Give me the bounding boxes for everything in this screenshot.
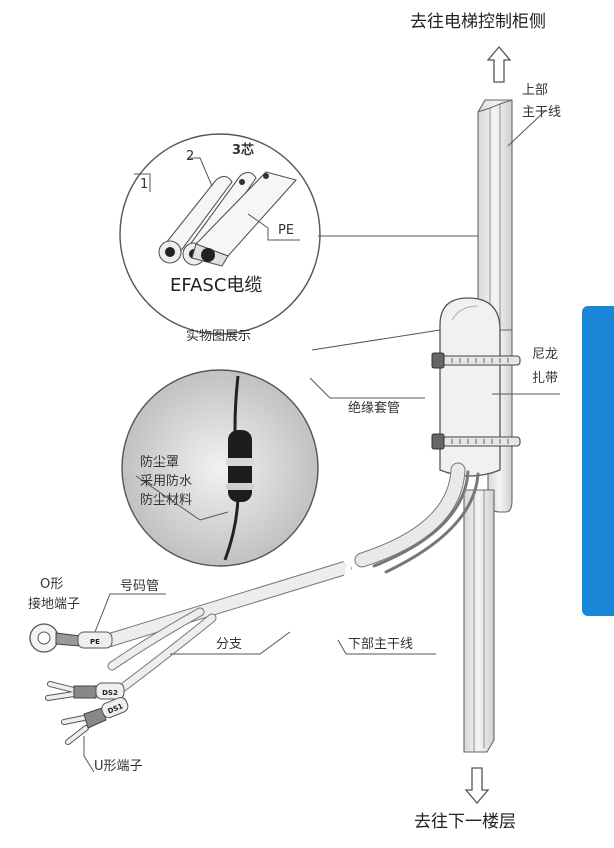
cable-core-1 (158, 175, 233, 264)
upper-trunk-label-2: 主干线 (522, 105, 562, 120)
cable-core-pe (191, 171, 298, 267)
cable-name-label: EFASC电缆 (170, 275, 263, 296)
dust-cover-label-1: 防尘罩 (140, 455, 180, 470)
nylon-tie-lower (431, 433, 521, 450)
core-1-label: 1 (140, 177, 149, 192)
pe-mark: PE (90, 638, 100, 646)
up-arrow-icon (486, 45, 512, 83)
dust-cover-label-3: 防尘材料 (140, 493, 193, 508)
insulation-sleeve (439, 297, 501, 477)
photo-circle (121, 369, 319, 567)
core-count-label: 3芯 (232, 143, 255, 158)
o-terminal: PE (29, 623, 113, 653)
nylon-tie-upper (431, 352, 521, 369)
dust-cover-label-2: 采用防水 (140, 474, 193, 489)
o-terminal-label-1: O形 (40, 577, 64, 592)
down-arrow-icon (464, 767, 490, 805)
branch-cables (103, 462, 480, 699)
pe-core-label: PE (278, 223, 295, 238)
nylon-tie-label-2: 扎带 (532, 371, 559, 386)
u-terminal-1: DS2 (45, 681, 125, 701)
cable-section-circle (119, 133, 321, 335)
number-tube-label: 号码管 (120, 579, 160, 594)
u-terminal-label: U形端子 (94, 759, 143, 774)
top-direction-label: 去往电梯控制柜侧 (410, 12, 546, 32)
upper-trunk-cable (477, 99, 513, 331)
upper-trunk-label-1: 上部 (522, 83, 549, 98)
u-terminal-2: DS1 (61, 697, 129, 745)
lower-trunk-label: 下部主干线 (348, 637, 414, 652)
branch-label: 分支 (216, 637, 243, 652)
core-2-label: 2 (186, 149, 195, 164)
o-terminal-label-2: 接地端子 (28, 597, 81, 612)
leader-lines (83, 109, 560, 773)
bottom-direction-label: 去往下一楼层 (414, 812, 516, 832)
side-tab[interactable] (582, 306, 614, 616)
ds2-mark: DS2 (102, 689, 118, 697)
break-mark (338, 553, 360, 581)
nylon-tie-label-1: 尼龙 (532, 347, 559, 362)
lower-trunk-cable (463, 489, 495, 753)
photo-caption: 实物图展示 (186, 329, 252, 344)
sleeve-label: 绝缘套管 (348, 401, 401, 416)
